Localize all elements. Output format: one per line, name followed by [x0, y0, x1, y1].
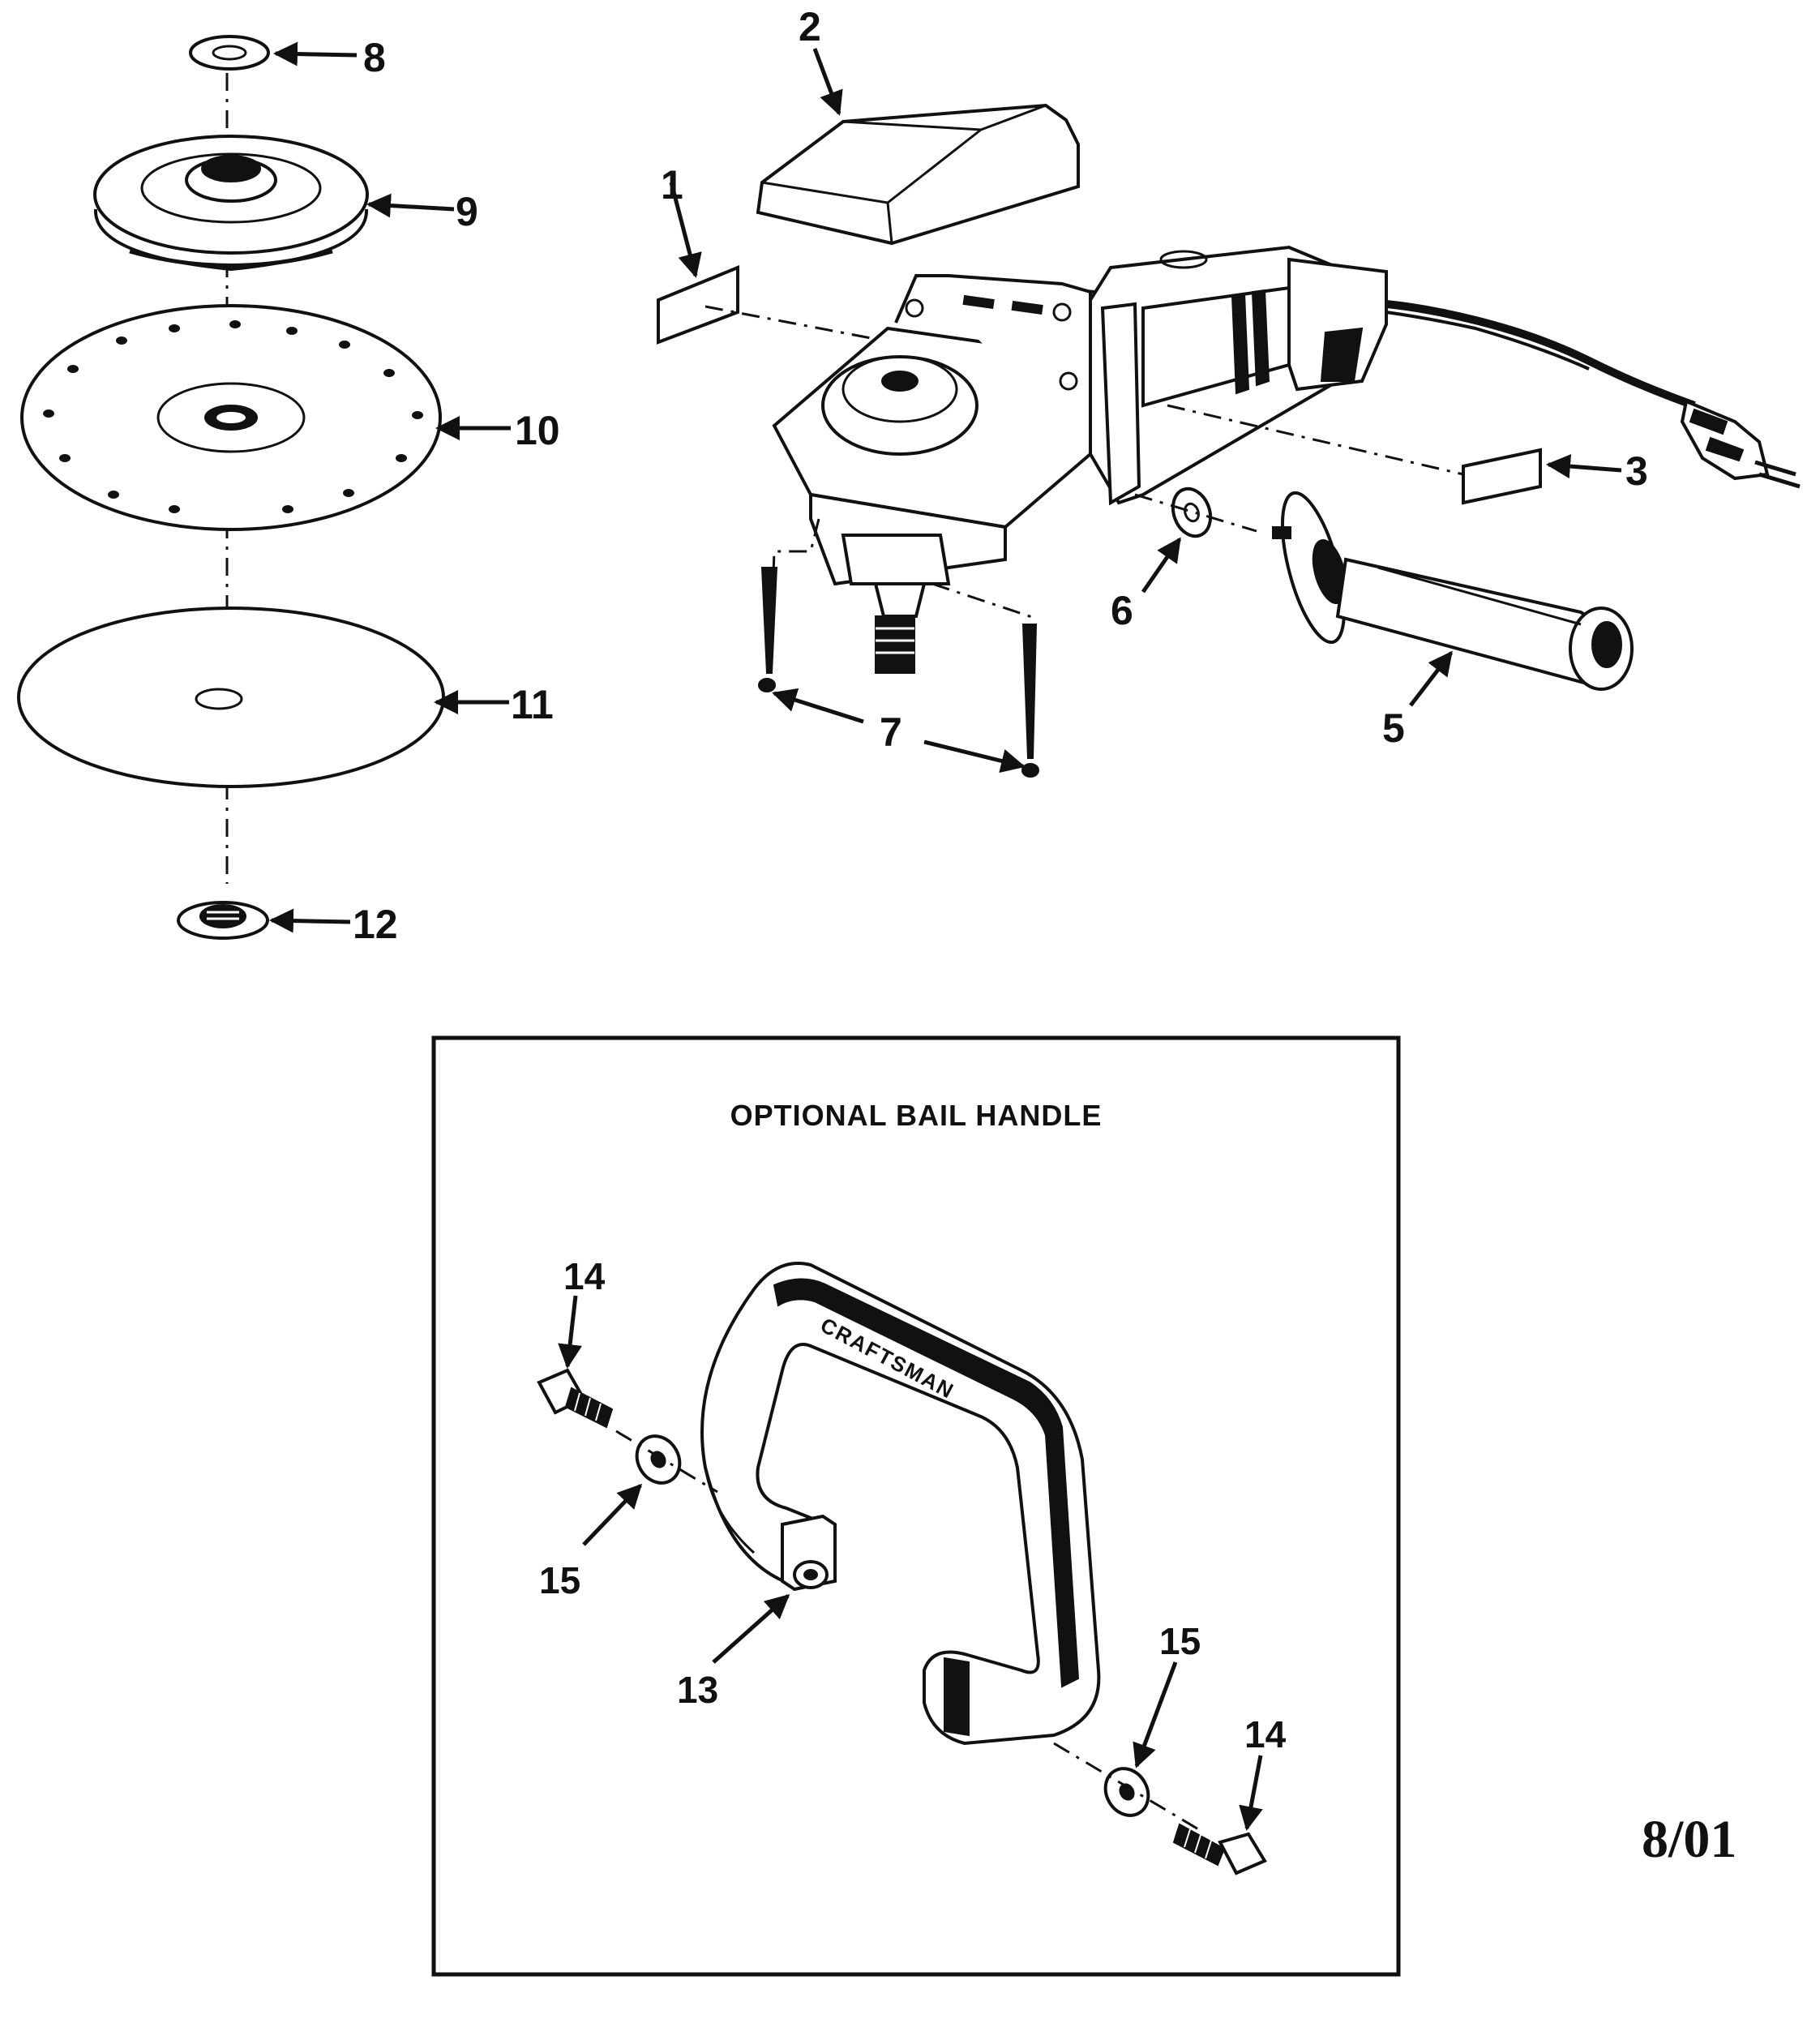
label-14b: 14: [1244, 1713, 1287, 1755]
label-1: 1: [661, 162, 683, 208]
cover-part-2: [756, 103, 1080, 246]
label-5: 5: [1382, 705, 1405, 751]
label-12: 12: [353, 902, 398, 947]
leader-2: [812, 48, 843, 116]
nameplate-part-3: [1462, 448, 1542, 505]
washer-part-15b: [1103, 1767, 1150, 1817]
label-2: 2: [799, 4, 821, 49]
motor-housing: [1089, 245, 1388, 506]
label-7: 7: [880, 709, 902, 755]
nameplate-part-1: [657, 265, 739, 345]
spindle: [841, 534, 951, 674]
bolt-part-14a: [537, 1368, 614, 1429]
inset-frame: [431, 1035, 1401, 1977]
gear-housing: [772, 273, 1113, 586]
label-14a: 14: [563, 1255, 606, 1297]
power-cord: [1385, 300, 1801, 489]
bolt-part-14b: [1172, 1823, 1267, 1875]
label-9: 9: [456, 189, 478, 234]
sanding-disc-part-11: [17, 607, 445, 788]
washer-part-15a: [635, 1434, 682, 1485]
label-6: 6: [1111, 588, 1133, 633]
leader-14b: [1239, 1755, 1263, 1831]
leader-1: [669, 182, 702, 278]
label-8: 8: [363, 35, 386, 80]
label-3-dash: [1167, 404, 1464, 476]
date-code: 8/01: [1642, 1810, 1736, 1869]
label-1-dash: [704, 305, 884, 342]
leader-5: [1409, 650, 1453, 707]
label-15b: 15: [1159, 1620, 1201, 1662]
leader-9: [366, 193, 455, 218]
inset-title: OPTIONAL BAIL HANDLE: [730, 1099, 1103, 1132]
leader-7b: [923, 739, 1026, 774]
leader-6: [1141, 537, 1182, 594]
washer-part-6: [1171, 487, 1213, 538]
leader-7a: [772, 688, 864, 724]
backing-plate-part-9: [93, 135, 369, 272]
label-11: 11: [511, 682, 554, 727]
leader-14a: [558, 1295, 582, 1369]
screws-part-7: [758, 518, 1039, 778]
bail-handle-part-13: [700, 1262, 1101, 1746]
leader-15b: [1133, 1661, 1178, 1768]
washer-part-8: [189, 35, 270, 71]
right-fastener-dash: [1053, 1742, 1205, 1834]
leader-8: [273, 41, 358, 66]
lock-nut-part-12: [177, 901, 269, 940]
label-13: 13: [677, 1669, 718, 1711]
leader-13: [712, 1594, 790, 1664]
side-handle-part-5: [1272, 491, 1634, 691]
label-15a: 15: [539, 1559, 580, 1601]
label-10: 10: [515, 408, 560, 453]
perforated-disc-part-10: [20, 304, 442, 531]
leader-12: [269, 908, 351, 933]
leader-3: [1546, 454, 1622, 479]
label-3: 3: [1625, 448, 1648, 494]
leader-15a: [582, 1483, 643, 1546]
handle-axis-dash: [1134, 493, 1257, 533]
